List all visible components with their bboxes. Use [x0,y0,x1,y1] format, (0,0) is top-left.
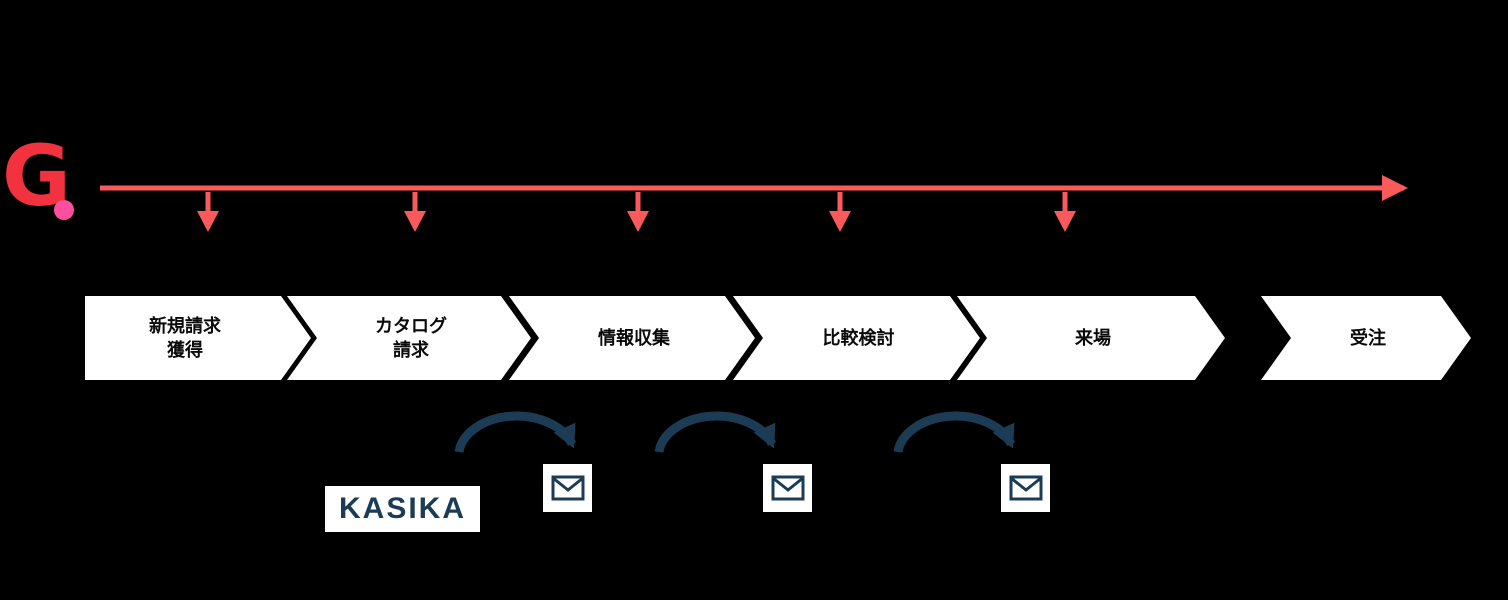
kasika-logo-text: KASIKA [338,492,466,525]
loop-curved-arrow-icon [654,411,777,453]
stage-label: 情報収集 [598,327,670,348]
stage-box-catalog-request: カタログ 請求 [287,296,531,380]
envelope-icon [771,475,804,501]
logo-pink-dot-icon [54,200,74,220]
envelope-icon [551,475,584,501]
stage-label: 新規請求 [149,315,221,336]
stage-box-info-gathering: 情報収集 [509,296,755,380]
stage-label: カタログ [375,315,447,336]
loop-curved-arrow-icon [893,411,1016,453]
email-tile [543,464,592,512]
stage-box-comparison: 比較検討 [733,296,980,380]
company-logo: G [2,134,80,234]
email-tile [1001,464,1050,512]
email-tile [763,464,812,512]
stage-label: 受注 [1350,327,1386,348]
stage-box-visit: 来場 [957,296,1225,380]
stage-label: 来場 [1075,327,1111,348]
stage-label: 獲得 [167,340,203,360]
kasika-logo: KASIKA [325,486,480,532]
stage-label: 比較検討 [822,327,895,348]
stage-box-new-request: 新規請求 獲得 [85,296,311,380]
envelope-icon [1009,475,1042,501]
loop-curved-arrow-icon [454,411,577,453]
stage-box-order: 受注 [1261,296,1471,380]
stage-label: 請求 [393,340,429,360]
